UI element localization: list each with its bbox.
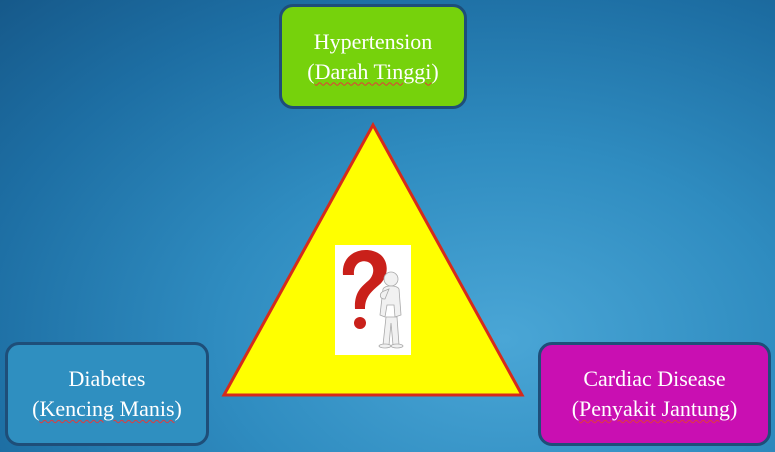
cardiac-disease-title: Cardiac Disease bbox=[583, 366, 726, 391]
hypertension-local-name: Darah Tinggi bbox=[314, 58, 432, 84]
question-mark-icon bbox=[342, 250, 387, 309]
cardiac-disease-subtitle: (Penyakit Jantung) bbox=[571, 396, 738, 421]
diabetes-subtitle: (Kencing Manis) bbox=[32, 396, 182, 421]
diabetes-box: Diabetes (Kencing Manis) bbox=[5, 342, 209, 446]
thinking-figure-question-mark-icon bbox=[335, 245, 411, 355]
hypertension-title: Hypertension bbox=[313, 28, 433, 54]
hypertension-box: Hypertension (Darah Tinggi) bbox=[279, 4, 467, 109]
cardiac-disease-box: Cardiac Disease (Penyakit Jantung) bbox=[538, 342, 771, 446]
diabetes-local-name: Kencing Manis bbox=[39, 396, 175, 421]
diabetes-title: Diabetes bbox=[68, 366, 146, 391]
hypertension-subtitle: (Darah Tinggi) bbox=[307, 58, 439, 84]
thinking-figure-icon bbox=[378, 271, 404, 349]
cardiac-disease-local-name: Penyakit Jantung bbox=[579, 396, 730, 421]
